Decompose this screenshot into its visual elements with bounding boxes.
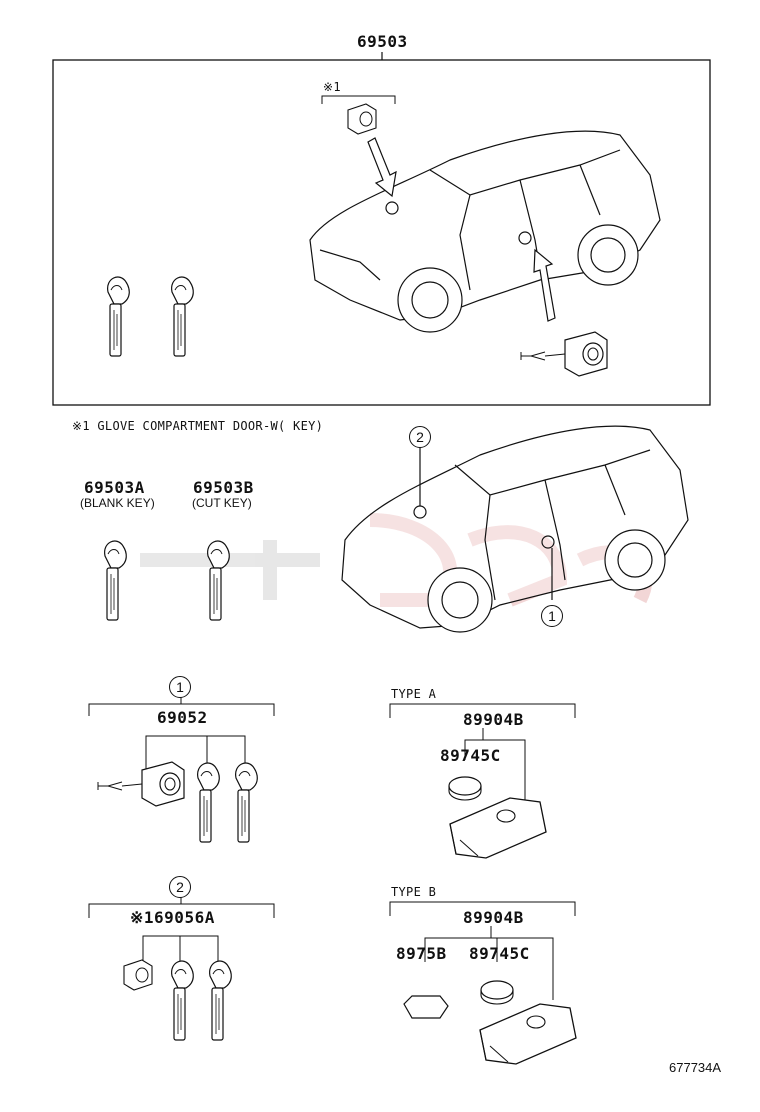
diagram-id: 677734A xyxy=(669,1060,722,1075)
keys-top xyxy=(107,276,194,357)
set-2-parts xyxy=(123,959,232,1041)
pointer-arrows xyxy=(367,137,556,322)
set-1-parts xyxy=(97,761,258,843)
type-a-battery-part: 89745C xyxy=(440,746,501,765)
set-1-part-number: 69052 xyxy=(157,708,208,727)
callout-2-vehicle: 2 xyxy=(409,426,431,448)
door-cylinder-top xyxy=(520,331,608,377)
keys-middle xyxy=(104,540,230,621)
vehicle-middle xyxy=(341,425,689,633)
callout-2-set: 2 xyxy=(169,876,191,898)
glove-box-cylinder-small xyxy=(347,103,377,135)
blank-key-description: (BLANK KEY) xyxy=(80,496,155,510)
type-b-label: TYPE B xyxy=(391,885,437,899)
type-a-remote-part: 89904B xyxy=(463,710,524,729)
blank-key-part-number: 69503A xyxy=(84,478,145,497)
note-text: ※1 GLOVE COMPARTMENT DOOR-W( KEY) xyxy=(72,419,324,433)
callout-1-vehicle: 1 xyxy=(541,605,563,627)
type-a-parts xyxy=(448,776,547,859)
main-part-number: 69503 xyxy=(357,32,408,51)
set-2-part-number: ※169056A xyxy=(130,908,215,927)
callout-1-set: 1 xyxy=(169,676,191,698)
cut-key-part-number: 69503B xyxy=(193,478,254,497)
vehicle-top xyxy=(309,130,661,333)
type-b-remote-part: 89904B xyxy=(463,908,524,927)
type-b-parts xyxy=(403,980,577,1065)
type-b-cover-part: 8975B xyxy=(396,944,447,963)
type-b-battery-part: 89745C xyxy=(469,944,530,963)
type-a-label: TYPE A xyxy=(391,687,437,701)
note-marker: ※1 xyxy=(323,80,341,94)
cut-key-description: (CUT KEY) xyxy=(192,496,252,510)
